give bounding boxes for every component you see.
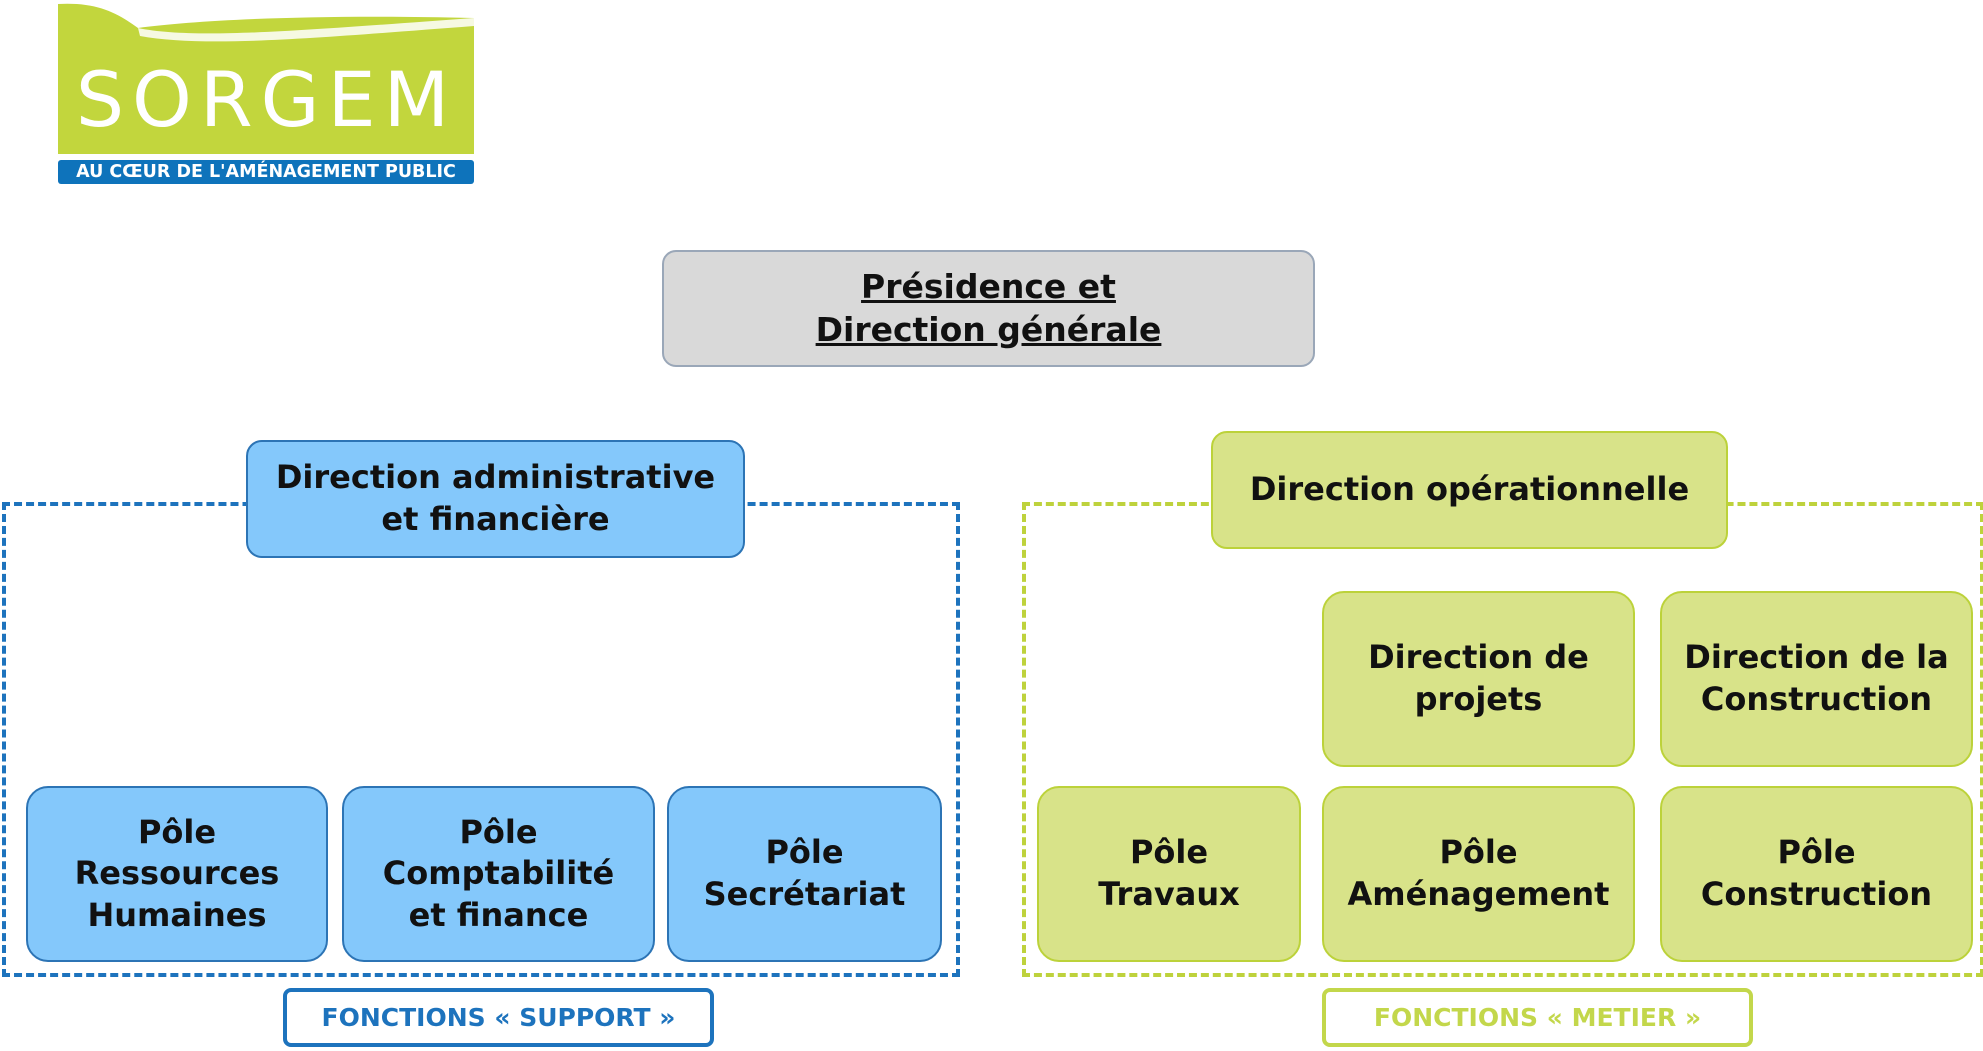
pole-amenagement-box: Pôle Aménagement xyxy=(1322,786,1635,962)
pole-rh-box: Pôle Ressources Humaines xyxy=(26,786,328,962)
direction-admin-line1: Direction administrative xyxy=(275,458,716,497)
metier-label: FONCTIONS « METIER » xyxy=(1322,988,1753,1047)
pole-secretariat-line2: Secrétariat xyxy=(703,875,906,913)
direction-construction-box: Direction de la Construction xyxy=(1660,591,1973,767)
pole-travaux-box: Pôle Travaux xyxy=(1037,786,1301,962)
logo-wordmark: SORGEM xyxy=(75,55,458,144)
presidence-line2: Direction générale xyxy=(815,309,1162,349)
logo-emblem xyxy=(58,3,474,155)
direction-construction-line2: Construction xyxy=(1700,680,1933,718)
pole-rh-line1: Pôle xyxy=(137,812,217,851)
direction-admin-line2: et financière xyxy=(381,500,610,538)
direction-admin-box: Direction administrative et financière xyxy=(246,440,745,558)
direction-ops-box: Direction opérationnelle xyxy=(1211,431,1728,549)
direction-construction-line1: Direction de la xyxy=(1684,638,1949,677)
pole-rh-line3: Humaines xyxy=(87,895,267,934)
pole-amenagement-line2: Aménagement xyxy=(1347,875,1610,913)
logo-tagline: AU CŒUR DE L'AMÉNAGEMENT PUBLIC xyxy=(58,160,474,184)
direction-projets-line1: Direction de xyxy=(1368,638,1589,677)
pole-construction-box: Pôle Construction xyxy=(1660,786,1973,962)
presidence-line1: Présidence et xyxy=(861,266,1116,306)
pole-compta-line3: et finance xyxy=(408,895,589,934)
pole-travaux-line2: Travaux xyxy=(1098,875,1240,913)
pole-travaux-line1: Pôle xyxy=(1129,833,1209,872)
pole-secretariat-line1: Pôle xyxy=(765,833,844,872)
pole-construction-line2: Construction xyxy=(1700,875,1933,913)
pole-compta-box: Pôle Comptabilité et finance xyxy=(342,786,655,962)
pole-secretariat-box: Pôle Secrétariat xyxy=(667,786,942,962)
pole-rh-line2: Ressources xyxy=(74,854,280,893)
presidence-box: Présidence et Direction générale xyxy=(662,250,1315,367)
pole-construction-line1: Pôle xyxy=(1777,833,1856,872)
support-label: FONCTIONS « SUPPORT » xyxy=(283,988,714,1047)
direction-ops-title: Direction opérationnelle xyxy=(1249,470,1690,509)
pole-compta-line1: Pôle xyxy=(459,812,538,851)
sorgem-logo: SORGEM AU CŒUR DE L'AMÉNAGEMENT PUBLIC xyxy=(56,0,476,186)
pole-compta-line2: Comptabilité xyxy=(382,854,615,893)
direction-projets-line2: projets xyxy=(1414,680,1543,718)
pole-amenagement-line1: Pôle xyxy=(1439,833,1518,872)
direction-projets-box: Direction de projets xyxy=(1322,591,1635,767)
